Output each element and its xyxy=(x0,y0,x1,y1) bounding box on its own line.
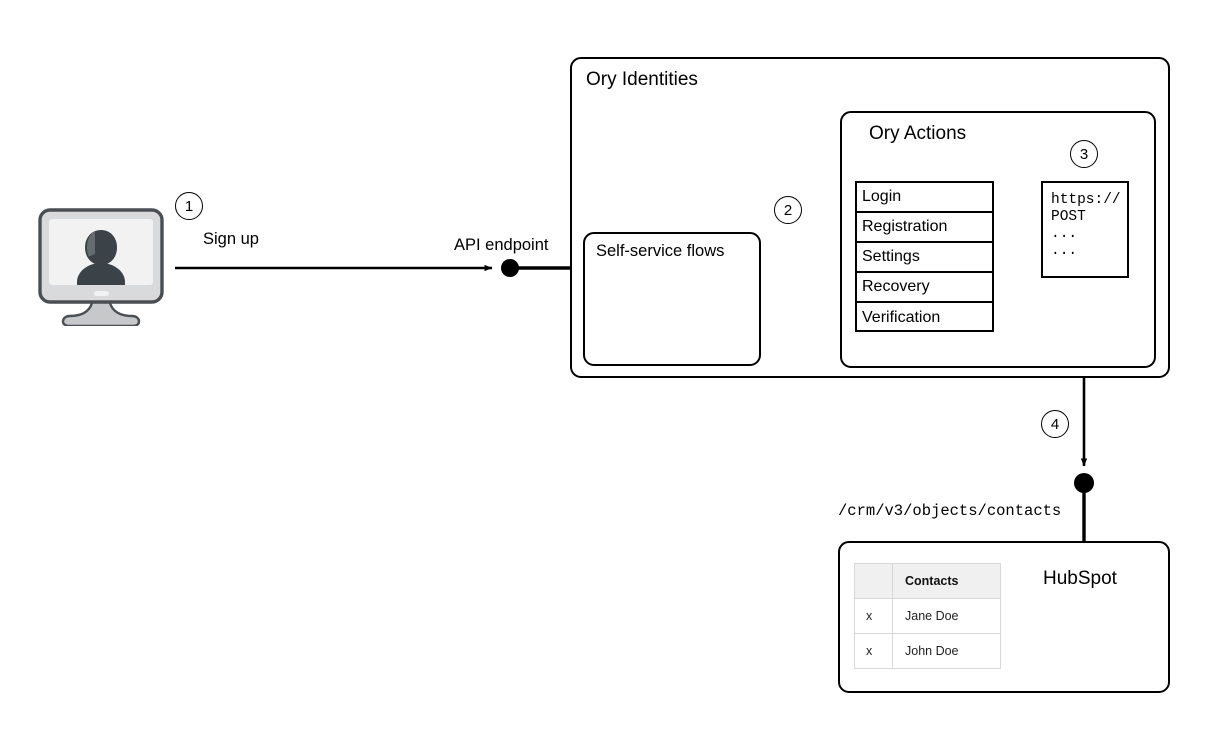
contacts-header-mark xyxy=(854,563,893,599)
hubspot-endpoint-path: /crm/v3/objects/contacts xyxy=(838,502,1062,520)
contact-mark: x xyxy=(854,633,893,669)
api-endpoint-label: API endpoint xyxy=(454,236,549,254)
flow-list-item-verification[interactable]: Verification xyxy=(862,309,941,326)
flow-list-item-login[interactable]: Login xyxy=(857,183,992,213)
self-service-flows-box xyxy=(583,232,761,366)
webhook-line-method: POST xyxy=(1051,209,1086,225)
hubspot-label: HubSpot xyxy=(1043,568,1117,589)
api-endpoint-connector xyxy=(501,259,572,277)
contact-mark: x xyxy=(854,598,893,634)
self-service-flows-title: Self-service flows xyxy=(596,242,725,260)
flow-list-item-recovery[interactable]: Recovery xyxy=(857,273,992,303)
contact-name: Jane Doe xyxy=(892,598,1001,634)
webhook-line-url: https:// xyxy=(1051,192,1121,208)
step-badge-4: 4 xyxy=(1041,410,1069,438)
step-badge-1: 1 xyxy=(175,192,203,220)
contacts-table-header-row: Contacts xyxy=(854,563,1001,599)
flow-list: Login Registration Settings Recovery Ver… xyxy=(855,181,994,332)
webhook-line-ellipsis-1: ... xyxy=(1051,226,1078,242)
ory-actions-title: Ory Actions xyxy=(869,123,967,144)
signup-label: Sign up xyxy=(203,230,259,248)
flow-list-item-registration[interactable]: Registration xyxy=(857,213,992,243)
step-badge-3: 3 xyxy=(1070,140,1098,168)
ory-identities-title: Ory Identities xyxy=(586,69,698,90)
step-badge-2: 2 xyxy=(774,196,802,224)
table-row[interactable]: x John Doe xyxy=(854,633,1001,669)
contacts-table: Contacts x Jane Doe x John Doe xyxy=(854,563,1001,669)
flow-list-item-settings[interactable]: Settings xyxy=(857,243,992,273)
webhook-code-box: https:// POST ... ... xyxy=(1041,181,1129,278)
contacts-header-name: Contacts xyxy=(892,563,1001,599)
table-row[interactable]: x Jane Doe xyxy=(854,598,1001,634)
webhook-line-ellipsis-2: ... xyxy=(1051,243,1078,259)
user-monitor-icon xyxy=(38,208,164,328)
contact-name: John Doe xyxy=(892,633,1001,669)
